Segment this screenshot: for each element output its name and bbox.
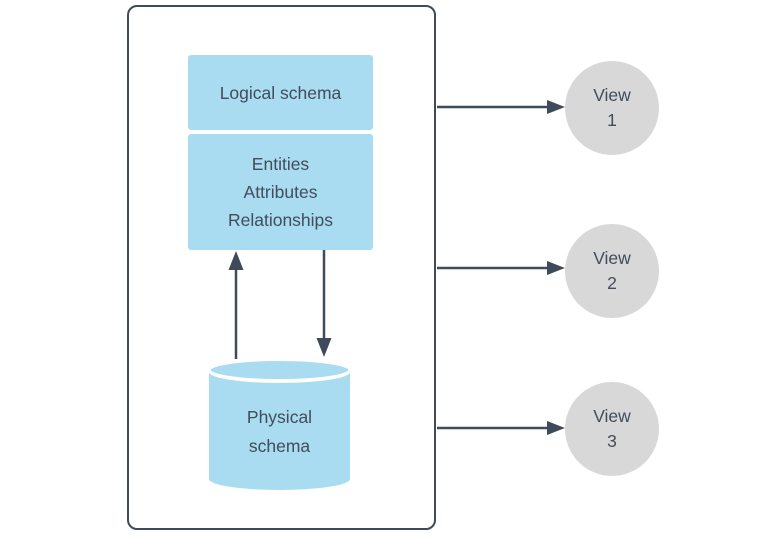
- view-2-label: View: [593, 248, 631, 268]
- entities-label: Entities: [251, 154, 310, 174]
- view-1-number: 1: [607, 110, 617, 130]
- arrow-frame-to-view-1: [437, 100, 565, 114]
- arrow-head-right-icon: [547, 421, 565, 435]
- view-3-number: 3: [607, 431, 617, 451]
- logical-schema-box: Logical schema: [188, 55, 373, 130]
- physical-schema-label: Physical schema: [246, 407, 313, 456]
- view-1-circle: View 1: [565, 61, 659, 155]
- logical-schema-label: Logical schema: [219, 82, 342, 103]
- relationships-label: Relationships: [227, 210, 334, 230]
- arrow-head-right-icon: [547, 100, 565, 114]
- view-1-label: View: [593, 85, 631, 105]
- database-system-frame: [127, 5, 436, 530]
- arrow-head-right-icon: [547, 261, 565, 275]
- arrow-frame-to-view-2: [437, 261, 565, 275]
- view-2-circle: View 2: [565, 224, 659, 318]
- view-3-label: View: [593, 406, 631, 426]
- entities-attributes-box: Entities Attributes Relationships: [188, 134, 373, 250]
- arrow-frame-to-view-3: [437, 421, 565, 435]
- attributes-label: Attributes: [243, 182, 318, 202]
- view-3-circle: View 3: [565, 382, 659, 476]
- view-2-number: 2: [607, 273, 617, 293]
